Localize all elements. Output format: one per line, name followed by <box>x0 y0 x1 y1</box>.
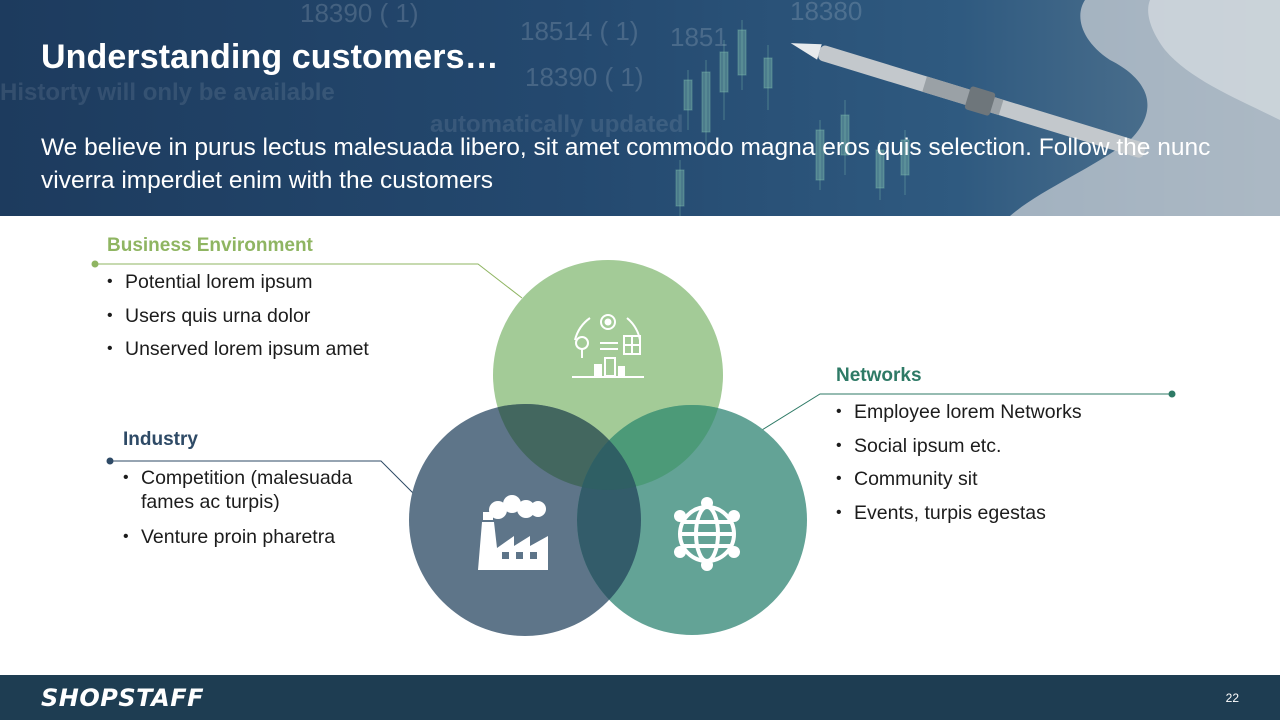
industry-heading: Industry <box>123 429 198 450</box>
bg-number: 18390 ( 1) <box>525 62 644 92</box>
bg-number: 18390 ( 1) <box>300 0 419 28</box>
list-item: Events, turpis egestas <box>836 501 1082 525</box>
connector-dot <box>106 457 114 465</box>
networks-block: Networks Employee lorem Networks Social … <box>836 365 1082 534</box>
list-item: Unserved lorem ipsum amet <box>107 337 369 361</box>
header-background-image: 18390 ( 1) 18514 ( 1) 18390 ( 1) 1851 18… <box>0 0 1280 216</box>
factory-icon <box>478 495 548 570</box>
bg-ticker-text: Historty will only be available <box>0 79 335 106</box>
business-environment-icon <box>572 314 644 378</box>
business-environment-list: Potential lorem ipsum Users quis urna do… <box>107 270 369 361</box>
connector-dot <box>1168 390 1176 398</box>
overlap-top-right <box>577 405 723 490</box>
industry-block: Industry Competition (malesuada fames ac… <box>123 429 393 560</box>
connector-business-environment <box>95 263 523 299</box>
bg-ticker-text: automatically updated <box>430 111 683 138</box>
candlestick-chart <box>675 20 910 216</box>
business-environment-block: Business Environment Potential lorem ips… <box>107 235 369 371</box>
list-item: Social ipsum etc. <box>836 434 1082 458</box>
list-item: Employee lorem Networks <box>836 400 1082 424</box>
slide-title: Understanding customers… <box>41 38 499 76</box>
list-item: Competition (malesuada fames ac turpis) <box>123 466 393 514</box>
bg-number: 18514 ( 1) <box>520 16 639 46</box>
header-banner: 18390 ( 1) 18514 ( 1) 18390 ( 1) 1851 18… <box>0 0 1280 216</box>
footer-bar: SHOPSTAFF 22 <box>0 675 1280 720</box>
industry-list: Competition (malesuada fames ac turpis) … <box>123 466 393 549</box>
bg-number: 18380 <box>790 0 862 26</box>
list-item: Users quis urna dolor <box>107 304 369 328</box>
connector-networks <box>761 393 1172 431</box>
overlap-top-left <box>493 404 641 490</box>
list-item: Venture proin pharetra <box>123 525 393 549</box>
bg-number: 1851 <box>670 22 728 52</box>
page-number: 22 <box>1225 691 1239 705</box>
shopstaff-logo: SHOPSTAFF <box>41 684 205 712</box>
connector-industry <box>110 460 415 495</box>
business-environment-heading: Business Environment <box>107 235 313 256</box>
slide-subtitle: We believe in purus lectus malesuada lib… <box>41 134 1211 194</box>
networks-list: Employee lorem Networks Social ipsum etc… <box>836 400 1082 525</box>
pen-shape <box>790 43 1146 158</box>
networks-heading: Networks <box>836 365 922 386</box>
connector-dot <box>91 260 99 268</box>
list-item: Potential lorem ipsum <box>107 270 369 294</box>
list-item: Community sit <box>836 467 1082 491</box>
